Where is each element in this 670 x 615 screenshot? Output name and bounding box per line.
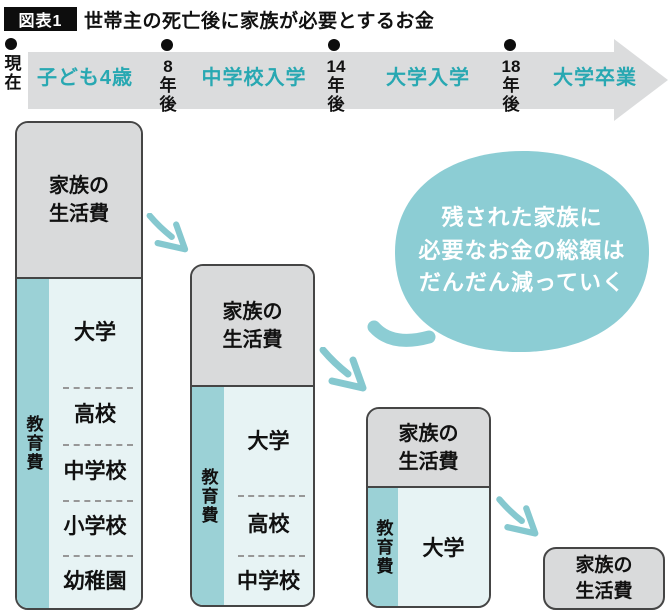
timeline-dot (5, 38, 17, 50)
speech-bubble-tail (367, 320, 436, 347)
dashed-divider (238, 555, 305, 557)
education-stage-label: 大学 (74, 321, 116, 344)
down-right-arrow-icon (146, 213, 189, 253)
dashed-divider (63, 500, 133, 502)
dashed-divider (63, 555, 133, 557)
cost-bar-18years: 家族の 生活費 (543, 547, 665, 610)
timeline-event-label: 大学卒業 (553, 67, 637, 89)
education-cost-section: 教育費 大学 高校 中学校 小学校 幼稚園 (17, 279, 141, 608)
education-cost-label: 教育費 (198, 467, 218, 525)
living-cost-section: 家族の 生活費 (192, 266, 313, 387)
education-cost-section: 教育費 大学 高校 中学校 (192, 387, 313, 605)
speech-bubble-body (395, 151, 650, 353)
figure-title: 世帯主の死亡後に家族が必要とするお金 (84, 11, 435, 32)
timeline-time-label: 14 年 後 (326, 57, 346, 115)
timeline-time-label: 18 年 後 (501, 57, 521, 115)
figure-badge: 図表1 (4, 7, 77, 31)
cost-bar-now: 家族の 生活費 教育費 大学 高校 中学校 小学校 幼稚園 (15, 121, 143, 610)
education-cost-strip: 教育費 (368, 488, 398, 606)
timeline-dot (328, 39, 340, 51)
education-stage-label: 中学校 (63, 460, 127, 483)
living-cost-section: 家族の 生活費 (368, 409, 489, 488)
speech-bubble-text: 残された家族に 必要なお金の総額は だんだん減っていく (418, 205, 626, 296)
dashed-divider (63, 387, 133, 389)
timeline-event-label: 大学入学 (386, 67, 470, 89)
timeline-band (28, 52, 614, 109)
cost-bar-8years: 家族の 生活費 教育費 大学 高校 中学校 (190, 264, 315, 607)
education-cost-section: 教育費 大学 (368, 488, 489, 606)
timeline-dot (504, 39, 516, 51)
timeline-event-label: 子ども4歳 (36, 67, 134, 89)
cost-bar-14years: 家族の 生活費 教育費 大学 (366, 407, 491, 608)
education-cost-label: 教育費 (373, 518, 393, 576)
dashed-divider (238, 495, 305, 497)
education-stage-label: 幼稚園 (63, 570, 127, 593)
education-stage-label: 小学校 (63, 515, 127, 538)
education-stage-label: 高校 (74, 403, 116, 426)
education-cost-strip: 教育費 (17, 279, 49, 608)
education-stage-label: 大学 (422, 537, 465, 560)
living-cost-section: 家族の 生活費 (17, 123, 141, 279)
timeline-time-label: 現 在 (4, 54, 22, 93)
education-cost-label: 教育費 (23, 415, 43, 472)
education-cost-strip: 教育費 (192, 387, 224, 605)
education-stage-label: 大学 (247, 430, 290, 453)
down-right-arrow-icon (319, 347, 367, 392)
timeline-dot (161, 39, 173, 51)
education-stage-label: 高校 (247, 513, 290, 536)
timeline-event-label: 中学校入学 (201, 67, 307, 89)
down-right-arrow-icon (496, 496, 539, 537)
dashed-divider (63, 444, 133, 446)
speech-bubble (367, 151, 650, 353)
timeline-time-label: 8 年 後 (159, 57, 177, 115)
education-stage-label: 中学校 (237, 570, 300, 593)
timeline-arrowhead-icon (614, 39, 668, 121)
